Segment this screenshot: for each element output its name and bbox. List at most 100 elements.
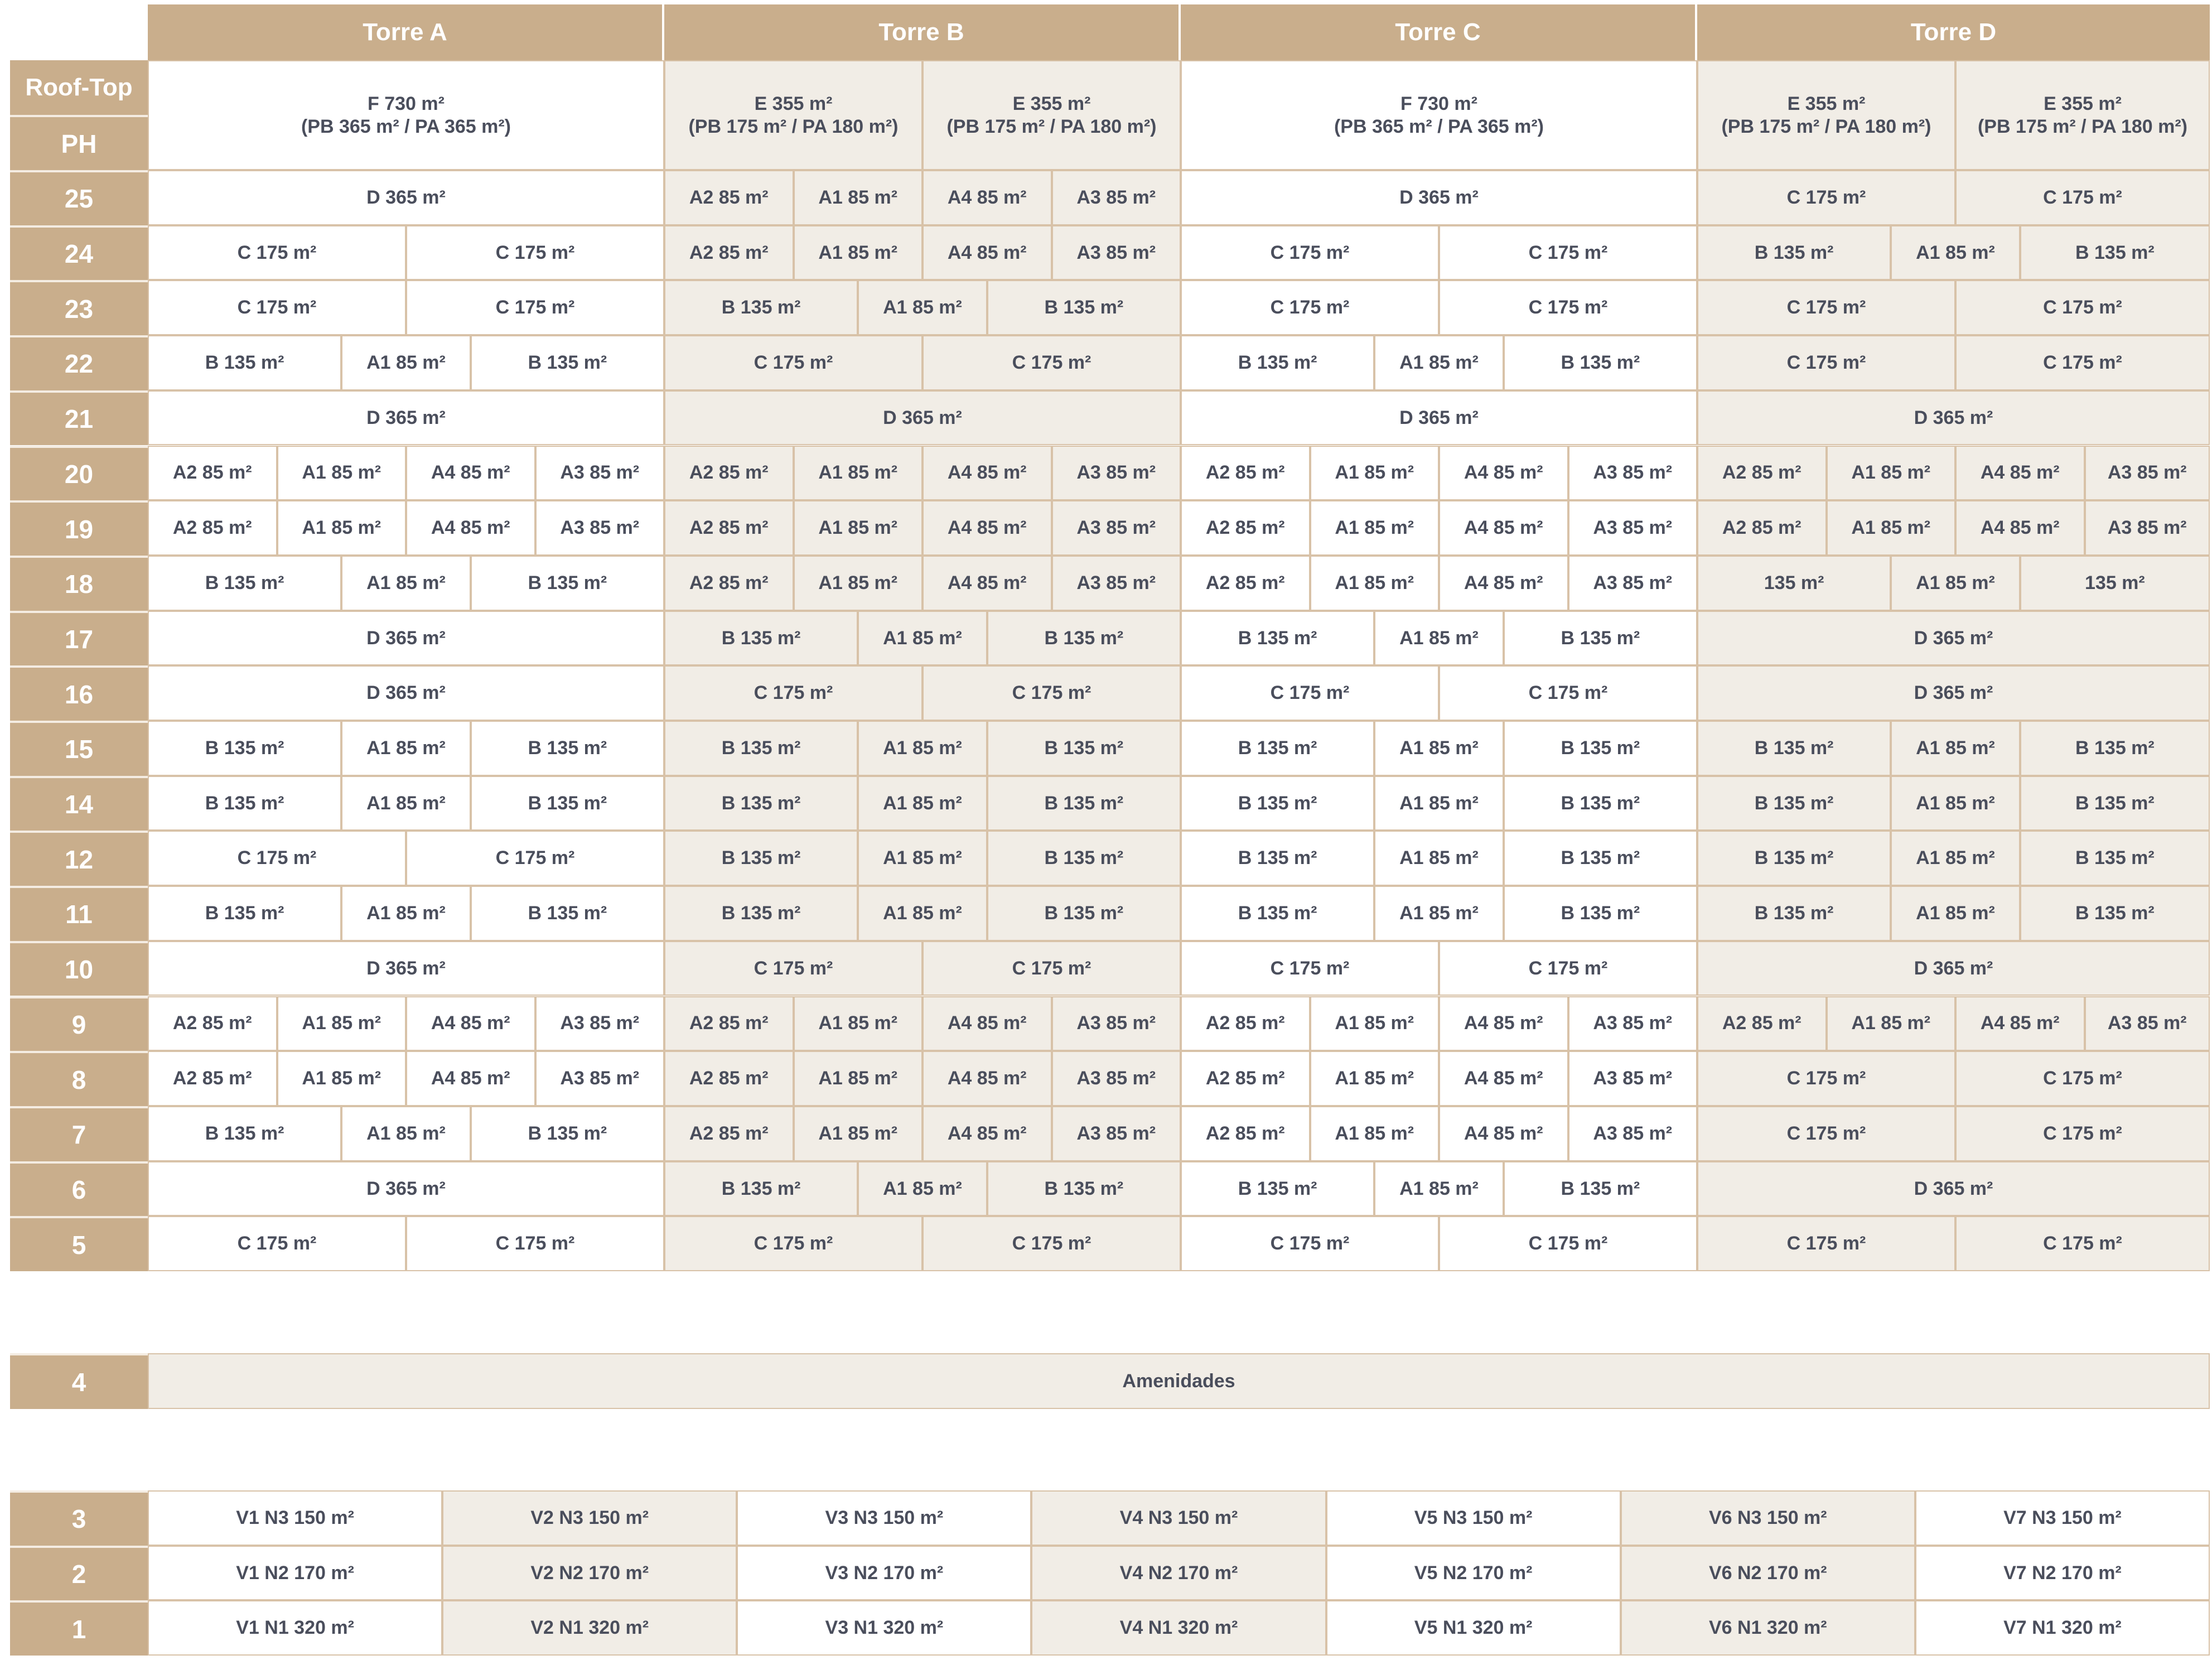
unit-cell[interactable]: A4 85 m² <box>923 555 1052 611</box>
unit-cell[interactable]: A4 85 m² <box>923 1106 1052 1161</box>
villa-unit[interactable]: V2 N1 320 m² <box>442 1600 737 1656</box>
unit-cell[interactable]: A1 85 m² <box>858 280 987 336</box>
unit-cell[interactable]: C 175 m² <box>406 831 664 886</box>
unit-cell[interactable]: B 135 m² <box>148 721 342 776</box>
unit-cell[interactable]: A4 85 m² <box>1439 445 1568 501</box>
unit-cell[interactable]: A3 85 m² <box>1051 500 1181 556</box>
unit-cell[interactable]: A1 85 m² <box>1374 335 1504 390</box>
unit-cell[interactable]: C 175 m² <box>923 940 1181 996</box>
unit-cell[interactable]: A4 85 m² <box>406 500 535 556</box>
unit-cell[interactable]: A4 85 m² <box>923 1051 1052 1106</box>
unit-cell[interactable]: D 365 m² <box>1697 665 2210 721</box>
villa-unit[interactable]: V3 N1 320 m² <box>737 1600 1032 1656</box>
unit-cell[interactable]: A1 85 m² <box>277 996 406 1051</box>
unit-cell[interactable]: C 175 m² <box>923 335 1181 390</box>
unit-cell[interactable]: A1 85 m² <box>1826 445 1955 501</box>
unit-cell[interactable]: B 135 m² <box>987 831 1181 886</box>
unit-cell[interactable]: A4 85 m² <box>1439 1106 1568 1161</box>
villa-unit[interactable]: V4 N2 170 m² <box>1031 1545 1326 1601</box>
unit-cell[interactable]: B 135 m² <box>1181 775 1375 831</box>
villa-unit[interactable]: V5 N1 320 m² <box>1326 1600 1621 1656</box>
unit-cell[interactable]: A1 85 m² <box>341 721 471 776</box>
unit-cell[interactable]: A1 85 m² <box>793 170 923 225</box>
unit-cell[interactable]: A3 85 m² <box>1051 170 1181 225</box>
villa-unit[interactable]: V1 N3 150 m² <box>148 1490 443 1546</box>
unit-cell[interactable]: B 135 m² <box>1181 721 1375 776</box>
unit-cell[interactable]: D 365 m² <box>148 1161 664 1217</box>
unit-cell[interactable]: B 135 m² <box>664 886 858 941</box>
unit-cell[interactable]: C 175 m² <box>923 1216 1181 1271</box>
unit-cell[interactable]: A4 85 m² <box>406 1051 535 1106</box>
unit-cell[interactable]: A1 85 m² <box>1891 555 2020 611</box>
unit-cell[interactable]: B 135 m² <box>1697 886 1891 941</box>
unit-cell[interactable]: A2 85 m² <box>1181 1051 1310 1106</box>
unit-cell[interactable]: B 135 m² <box>1697 721 1891 776</box>
unit-cell[interactable]: B 135 m² <box>664 280 858 336</box>
unit-cell[interactable]: C 175 m² <box>664 940 923 996</box>
unit-cell[interactable]: A2 85 m² <box>1697 500 1827 556</box>
unit-cell[interactable]: D 365 m² <box>148 610 664 666</box>
villa-unit[interactable]: V3 N2 170 m² <box>737 1545 1032 1601</box>
unit-cell[interactable]: C 175 m² <box>148 280 406 336</box>
unit-cell[interactable]: A1 85 m² <box>341 335 471 390</box>
unit-cell[interactable]: A1 85 m² <box>341 775 471 831</box>
unit-cell[interactable]: D 365 m² <box>148 390 664 446</box>
unit-cell[interactable]: A3 85 m² <box>1568 996 1697 1051</box>
unit-cell[interactable]: A4 85 m² <box>406 445 535 501</box>
unit-cell[interactable]: C 175 m² <box>1955 170 2210 225</box>
unit-cell[interactable]: A1 85 m² <box>858 721 987 776</box>
unit-cell[interactable]: A1 85 m² <box>1310 555 1439 611</box>
unit-cell[interactable]: A2 85 m² <box>664 170 794 225</box>
unit-cell[interactable]: C 175 m² <box>406 280 664 336</box>
unit-cell[interactable]: C 175 m² <box>1697 280 1955 336</box>
unit-cell[interactable]: A1 85 m² <box>1891 886 2020 941</box>
unit-cell[interactable]: B 135 m² <box>1181 1161 1375 1217</box>
unit-cell[interactable]: A3 85 m² <box>2084 445 2210 501</box>
unit-cell[interactable]: B 135 m² <box>148 886 342 941</box>
amenities-cell[interactable]: Amenidades <box>148 1353 2210 1409</box>
unit-cell[interactable]: C 175 m² <box>1439 225 1697 281</box>
unit-cell[interactable]: B 135 m² <box>1697 775 1891 831</box>
unit-cell[interactable]: C 175 m² <box>1181 940 1439 996</box>
unit-cell[interactable]: A4 85 m² <box>1439 1051 1568 1106</box>
unit-cell[interactable]: C 175 m² <box>1955 1051 2210 1106</box>
unit-cell[interactable]: A4 85 m² <box>923 445 1052 501</box>
unit-cell[interactable]: A2 85 m² <box>664 225 794 281</box>
unit-cell[interactable]: C 175 m² <box>1697 335 1955 390</box>
unit-cell[interactable]: C 175 m² <box>148 831 406 886</box>
unit-cell[interactable]: A4 85 m² <box>1955 500 2085 556</box>
unit-cell[interactable]: A2 85 m² <box>1697 996 1827 1051</box>
unit-cell[interactable]: A1 85 m² <box>1891 721 2020 776</box>
villa-unit[interactable]: V7 N2 170 m² <box>1915 1545 2210 1601</box>
unit-cell[interactable]: A4 85 m² <box>1439 500 1568 556</box>
unit-cell[interactable]: A3 85 m² <box>535 500 664 556</box>
unit-cell[interactable]: A4 85 m² <box>923 500 1052 556</box>
unit-cell[interactable]: A2 85 m² <box>664 500 794 556</box>
villa-unit[interactable]: V2 N3 150 m² <box>442 1490 737 1546</box>
unit-cell[interactable]: A1 85 m² <box>341 886 471 941</box>
villa-unit[interactable]: V6 N2 170 m² <box>1620 1545 1915 1601</box>
unit-cell[interactable]: A1 85 m² <box>858 610 987 666</box>
unit-cell[interactable]: A3 85 m² <box>535 445 664 501</box>
unit-cell[interactable]: C 175 m² <box>1439 280 1697 336</box>
unit-cell[interactable]: A2 85 m² <box>1181 500 1310 556</box>
unit-cell[interactable]: C 175 m² <box>148 225 406 281</box>
unit-cell[interactable]: D 365 m² <box>148 665 664 721</box>
unit-cell[interactable]: C 175 m² <box>1439 940 1697 996</box>
unit-cell[interactable]: B 135 m² <box>1503 721 1697 776</box>
villa-unit[interactable]: V4 N1 320 m² <box>1031 1600 1326 1656</box>
villa-unit[interactable]: V5 N3 150 m² <box>1326 1490 1621 1546</box>
unit-cell[interactable]: B 135 m² <box>1181 610 1375 666</box>
unit-cell[interactable]: A2 85 m² <box>1181 1106 1310 1161</box>
unit-cell[interactable]: A1 85 m² <box>1374 775 1504 831</box>
unit-cell[interactable]: D 365 m² <box>148 940 664 996</box>
unit-cell[interactable]: A2 85 m² <box>148 445 277 501</box>
unit-cell[interactable]: B 135 m² <box>1503 886 1697 941</box>
unit-cell[interactable]: A1 85 m² <box>858 775 987 831</box>
unit-cell[interactable]: A3 85 m² <box>2084 500 2210 556</box>
unit-cell[interactable]: A1 85 m² <box>1374 610 1504 666</box>
unit-cell[interactable]: C 175 m² <box>148 1216 406 1271</box>
unit-cell[interactable]: D 365 m² <box>1181 390 1697 446</box>
unit-cell[interactable]: A1 85 m² <box>341 555 471 611</box>
unit-cell[interactable]: D 365 m² <box>1181 170 1697 225</box>
